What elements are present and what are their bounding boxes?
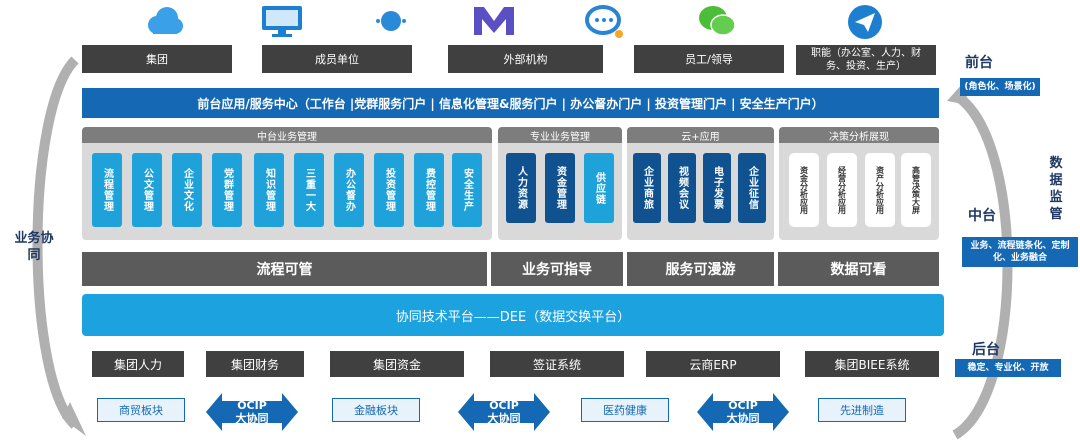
ocip-subtitle: 大协同 — [726, 412, 760, 425]
item-asset-analysis[interactable]: 资产分析应用 — [865, 153, 895, 227]
sys-visa[interactable]: 签证系统 — [490, 351, 624, 377]
ocip-subtitle: 大协同 — [487, 412, 521, 425]
entry-functions[interactable]: 职能（办公室、人力、财务、投资、生产） — [796, 45, 936, 75]
sys-group-biee[interactable]: 集团BIEE系统 — [805, 351, 939, 377]
item-exec-dashboard[interactable]: 高管决策大屏 — [901, 153, 931, 227]
sys-group-hr[interactable]: 集团人力 — [92, 351, 184, 377]
ocip-arrow-3: OCIP 大协同 — [697, 391, 789, 433]
front-app-service-center-bar: 前台应用/服务中心（工作台 |党群服务门户 | 信息化管理&服务门户 | 办公督… — [82, 88, 939, 118]
cap-process-manageable: 流程可管 — [82, 252, 487, 286]
cap-service-roamable: 服务可漫游 — [627, 252, 774, 286]
sector-pharma-health[interactable]: 医药健康 — [581, 398, 669, 422]
item-fund-analysis[interactable]: 资金分析应用 — [789, 153, 819, 227]
tier-back-desc: 稳定、专业化、开放 — [955, 359, 1061, 377]
cap-data-viewable: 数据可看 — [778, 252, 939, 286]
tier-middle-desc: 业务、流程链条化、定制化、业务融合 — [962, 237, 1078, 267]
item-operation-analysis[interactable]: 经营分析应用 — [827, 153, 857, 227]
panel-title: 决策分析展现 — [779, 127, 939, 143]
item-document-mgmt[interactable]: 公文管理 — [132, 153, 162, 227]
double-arrow-icon — [697, 393, 789, 431]
monitor-icon — [262, 6, 302, 37]
cap-business-guidable: 业务可指导 — [491, 252, 623, 286]
sys-group-funds[interactable]: 集团资金 — [330, 351, 464, 377]
ocip-subtitle: 大协同 — [235, 412, 269, 425]
item-three-one[interactable]: 三重一大 — [294, 153, 324, 227]
m-logo-icon — [474, 7, 514, 35]
item-fund-mgmt[interactable]: 资金管理 — [545, 153, 575, 223]
item-video-meeting[interactable]: 视频会议 — [668, 153, 696, 223]
sector-trade[interactable]: 商贸板块 — [97, 398, 185, 422]
panel-professional-business: 专业业务管理 人力资源 资金管理 供应链 — [498, 127, 622, 240]
tier-front-desc: (角色化、场景化) — [960, 78, 1040, 96]
ocip-arrow-1: OCIP 大协同 — [206, 391, 298, 433]
business-collab-label: 业务协同 — [14, 231, 54, 263]
item-knowledge-mgmt[interactable]: 知识管理 — [254, 153, 284, 227]
sector-finance[interactable]: 金融板块 — [332, 398, 420, 422]
entry-external-orgs[interactable]: 外部机构 — [448, 45, 603, 73]
item-corporate-culture[interactable]: 企业文化 — [172, 153, 202, 227]
cloud-icon — [148, 7, 183, 34]
tier-front-title: 前台 — [965, 55, 993, 71]
ocip-title: OCIP — [489, 399, 519, 412]
item-party-mgmt[interactable]: 党群管理 — [212, 153, 242, 227]
dee-platform-bar: 协同技术平台——DEE（数据交换平台） — [82, 294, 944, 336]
item-process-mgmt[interactable]: 流程管理 — [92, 153, 122, 227]
ocip-title: OCIP — [237, 399, 267, 412]
left-flow-arrow — [32, 56, 86, 436]
entry-group[interactable]: 集团 — [82, 45, 232, 73]
data-supervision-label: 数据监管 — [1049, 156, 1063, 222]
speech-bubble-icon — [585, 5, 623, 38]
ocip-title: OCIP — [728, 399, 758, 412]
item-safe-production[interactable]: 安全生产 — [452, 153, 482, 227]
paper-plane-icon — [848, 5, 882, 39]
item-investment-mgmt[interactable]: 投资管理 — [374, 153, 404, 227]
item-business-travel[interactable]: 企业商旅 — [633, 153, 661, 223]
double-arrow-icon — [206, 393, 298, 431]
panel-title: 云+应用 — [627, 127, 774, 143]
sector-advanced-manufacturing[interactable]: 先进制造 — [818, 398, 906, 422]
item-expense-mgmt[interactable]: 费控管理 — [414, 153, 444, 227]
item-supply-chain[interactable]: 供应链 — [584, 153, 614, 223]
panel-middle-business: 中台业务管理 流程管理 公文管理 企业文化 党群管理 知识管理 三重一大 办公督… — [82, 127, 492, 240]
ocip-arrow-2: OCIP 大协同 — [458, 391, 550, 433]
tier-middle-title: 中台 — [968, 208, 996, 224]
sys-group-finance[interactable]: 集团财务 — [206, 351, 304, 377]
wechat-icon — [699, 6, 736, 36]
item-office-supervision[interactable]: 办公督办 — [334, 153, 364, 227]
entry-staff-leaders[interactable]: 员工/领导 — [634, 45, 784, 73]
panel-decision-analytics: 决策分析展现 资金分析应用 经营分析应用 资产分析应用 高管决策大屏 — [779, 127, 939, 240]
item-credit-info[interactable]: 企业征信 — [738, 153, 766, 223]
tier-back-title: 后台 — [972, 342, 1000, 358]
entry-member-units[interactable]: 成员单位 — [262, 45, 412, 73]
item-e-invoice[interactable]: 电子发票 — [703, 153, 731, 223]
item-human-resources[interactable]: 人力资源 — [506, 153, 536, 223]
sys-cloud-erp[interactable]: 云商ERP — [646, 351, 780, 377]
panel-cloud-apps: 云+应用 企业商旅 视频会议 电子发票 企业征信 — [627, 127, 774, 240]
chat-bubble-icon — [376, 11, 406, 31]
double-arrow-icon — [458, 393, 550, 431]
panel-title: 中台业务管理 — [82, 127, 492, 143]
panel-title: 专业业务管理 — [498, 127, 622, 143]
